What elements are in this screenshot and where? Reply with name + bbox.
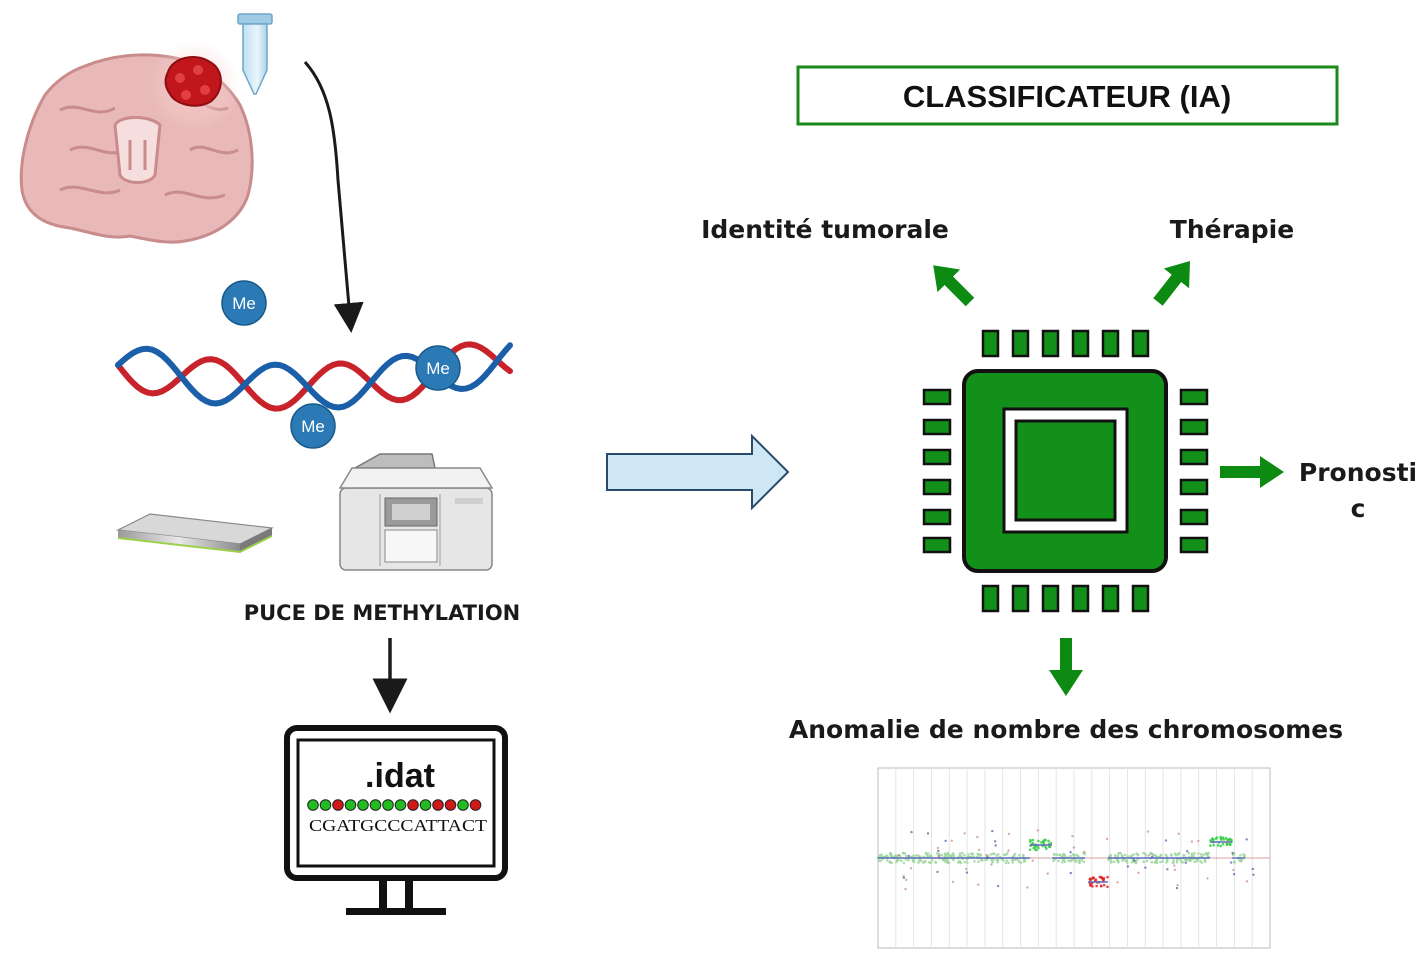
arrow-to-prognosis — [1220, 456, 1284, 488]
methylation-bead — [382, 799, 394, 811]
arrow-to-identity — [933, 265, 975, 307]
processor-pin — [1071, 329, 1090, 358]
methylation-bead — [407, 799, 419, 811]
processor-pin — [1131, 584, 1150, 613]
sample-to-dna-arrow — [303, 61, 364, 333]
output-cnv: Anomalie de nombre des chromosomes — [789, 715, 1343, 744]
big-flow-arrow — [606, 433, 790, 511]
classifier-title: CLASSIFICATEUR (IA) — [903, 79, 1231, 114]
processor-pin — [981, 329, 1000, 358]
output-prognosis-line2: c — [1351, 494, 1366, 523]
methylation-beads — [307, 799, 482, 811]
processor-pin — [922, 418, 952, 436]
processor-pin — [1131, 329, 1150, 358]
array-scanner-icon — [338, 453, 494, 571]
methylation-bead — [444, 799, 457, 811]
processor-pin — [922, 536, 952, 554]
cnv-plot-thumbnail — [876, 767, 1271, 949]
processor-pin — [1179, 448, 1209, 466]
processor-pin — [922, 508, 952, 526]
ai-processor-icon — [922, 329, 1209, 613]
processor-pin — [1011, 329, 1030, 358]
file-extension: .idat — [365, 757, 435, 795]
methyl-group-2: Me — [415, 345, 461, 391]
processor-pin — [1071, 584, 1090, 613]
methylation-bead — [319, 799, 332, 811]
methylation-bead — [394, 799, 407, 811]
methylation-bead — [469, 799, 482, 811]
methylation-bead — [457, 799, 469, 811]
processor-pin — [922, 478, 952, 496]
me-label-3: Me — [301, 417, 325, 436]
me-label-1: Me — [232, 294, 256, 313]
processor-pin — [1179, 388, 1209, 406]
methylation-chip-slide-icon — [115, 513, 275, 554]
output-prognosis-line1: Pronosti — [1299, 458, 1417, 487]
methylation-bead — [357, 799, 369, 811]
processor-pin — [1179, 508, 1209, 526]
processor-pin — [1011, 584, 1030, 613]
processor-pin — [1179, 536, 1209, 554]
output-identity: Identité tumorale — [701, 215, 949, 244]
processor-pin — [922, 448, 952, 466]
methylation-bead — [432, 799, 444, 811]
processor-pin — [1179, 478, 1209, 496]
methylation-bead — [369, 799, 382, 811]
methyl-group-1: Me — [221, 280, 267, 326]
arrow-to-therapy — [1153, 261, 1191, 306]
chip-label: PUCE DE METHYLATION — [244, 601, 521, 625]
methylation-bead — [307, 799, 319, 811]
methylation-bead — [344, 799, 357, 811]
processor-pin — [922, 388, 952, 406]
sample-tube-icon — [237, 13, 273, 95]
methylation-bead — [419, 799, 432, 811]
classifier-title-box — [796, 65, 1339, 126]
dna-sequence: CGATGCCCATTACT — [309, 816, 488, 835]
me-label-2: Me — [426, 359, 450, 378]
output-therapy: Thérapie — [1170, 215, 1294, 244]
arrow-to-cnv — [1049, 638, 1083, 696]
processor-pin — [1179, 418, 1209, 436]
processor-pin — [1041, 584, 1060, 613]
processor-pin — [1101, 329, 1120, 358]
brain-icon — [19, 39, 254, 244]
processor-pin — [1101, 584, 1120, 613]
processor-pin — [1041, 329, 1060, 358]
methylation-bead — [332, 799, 344, 811]
processor-pin — [981, 584, 1000, 613]
methyl-group-3: Me — [290, 403, 336, 449]
